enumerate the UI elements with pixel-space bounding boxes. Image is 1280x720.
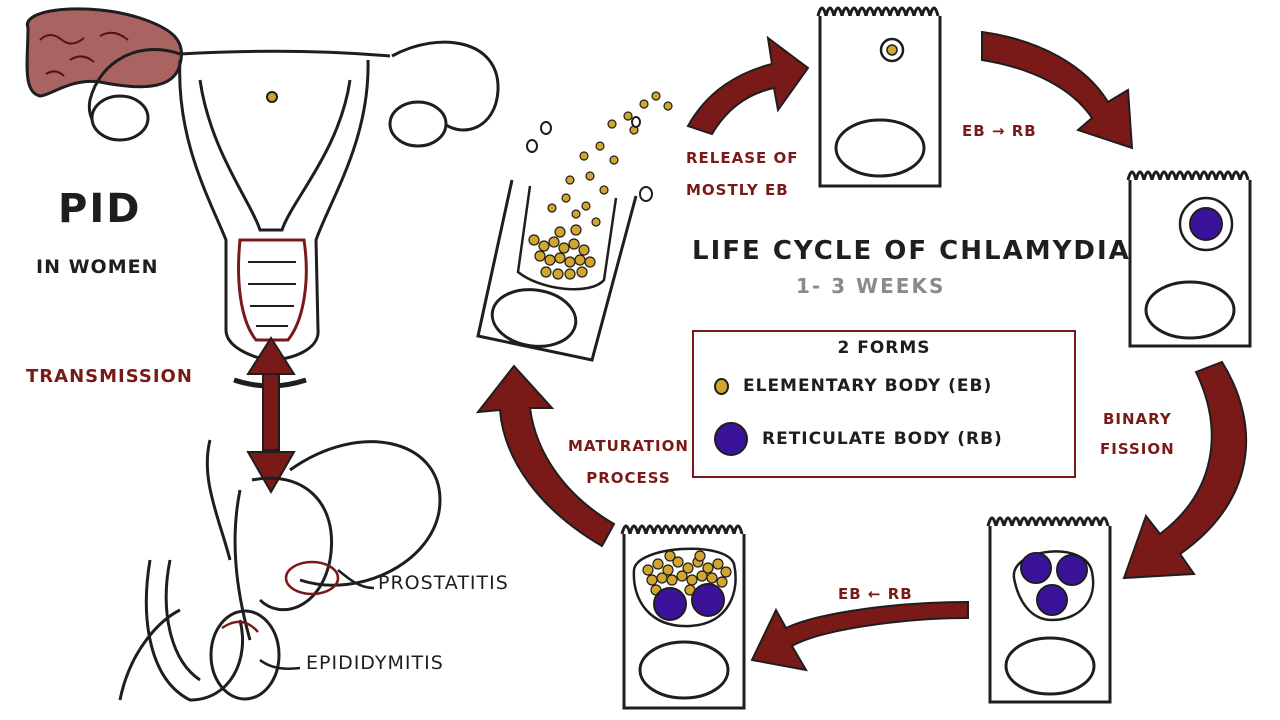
cell-rb-inclusion bbox=[1126, 170, 1252, 348]
nucleus bbox=[834, 118, 926, 178]
prostatitis-label: Prostatitis bbox=[378, 572, 509, 594]
right-ovary bbox=[388, 100, 448, 148]
legend-item-rb: Reticulate body (RB) bbox=[714, 422, 1003, 456]
cell-maturation bbox=[620, 524, 746, 710]
legend-heading: 2 forms bbox=[837, 338, 931, 358]
male-anatomy-illustration bbox=[118, 439, 442, 702]
arrow-maturation bbox=[475, 364, 616, 548]
arrow-binary-fission bbox=[1122, 360, 1248, 580]
transmission-label: Transmission bbox=[26, 366, 193, 387]
legend-item-label: Reticulate body (RB) bbox=[762, 429, 1003, 449]
epididymis bbox=[221, 620, 259, 633]
forms-legend: 2 forms Elementary body (EB) Reticulate … bbox=[692, 330, 1076, 478]
arrow-eb-to-rb bbox=[981, 30, 1134, 150]
pid-label: PID bbox=[58, 186, 142, 232]
inflamed-ovary bbox=[25, 7, 184, 98]
cell-eb-attached bbox=[816, 6, 942, 188]
binary-line-2: fission bbox=[1100, 440, 1175, 458]
right-fallopian-tube bbox=[391, 40, 500, 132]
cycle-arrows bbox=[475, 30, 1248, 672]
eb-particle bbox=[886, 44, 898, 56]
in-women-label: in women bbox=[36, 256, 159, 278]
maturation-line-2: process bbox=[586, 469, 671, 487]
prostate bbox=[284, 560, 340, 596]
cervix bbox=[237, 238, 308, 342]
eb-dot-icon bbox=[714, 377, 729, 395]
rb-particle bbox=[1189, 207, 1223, 241]
arrow-release-to-entry bbox=[686, 35, 810, 136]
eb-cluster bbox=[642, 550, 732, 596]
binary-line-1: Binary bbox=[1102, 410, 1172, 428]
maturation-label: Maturation process bbox=[568, 430, 689, 494]
transmission-arrow bbox=[246, 336, 296, 495]
rb-to-eb-label: EB ← RB bbox=[838, 585, 913, 603]
rb-dot-icon bbox=[714, 422, 748, 456]
release-line-2: mostly EB bbox=[686, 181, 789, 199]
eb-to-rb-label: EB → RB bbox=[962, 122, 1037, 140]
legend-item-label: Elementary body (EB) bbox=[743, 376, 993, 396]
diagram-title: Life cycle of Chlamydia bbox=[692, 236, 1131, 266]
binary-fission-label: Binary fission bbox=[1100, 404, 1175, 464]
epididymitis-label: Epididymitis bbox=[306, 652, 444, 674]
legend-item-eb: Elementary body (EB) bbox=[714, 376, 992, 396]
arrow-rb-to-eb bbox=[750, 600, 969, 672]
release-line-1: Release of bbox=[686, 149, 799, 167]
duration-label: 1- 3 weeks bbox=[796, 274, 946, 298]
left-ovary bbox=[90, 94, 150, 142]
chlamydia-particle bbox=[266, 91, 278, 103]
release-label: Release of mostly EB bbox=[686, 142, 798, 206]
maturation-line-1: Maturation bbox=[568, 437, 689, 455]
cell-binary-fission bbox=[986, 516, 1112, 704]
cell-release bbox=[476, 91, 673, 362]
